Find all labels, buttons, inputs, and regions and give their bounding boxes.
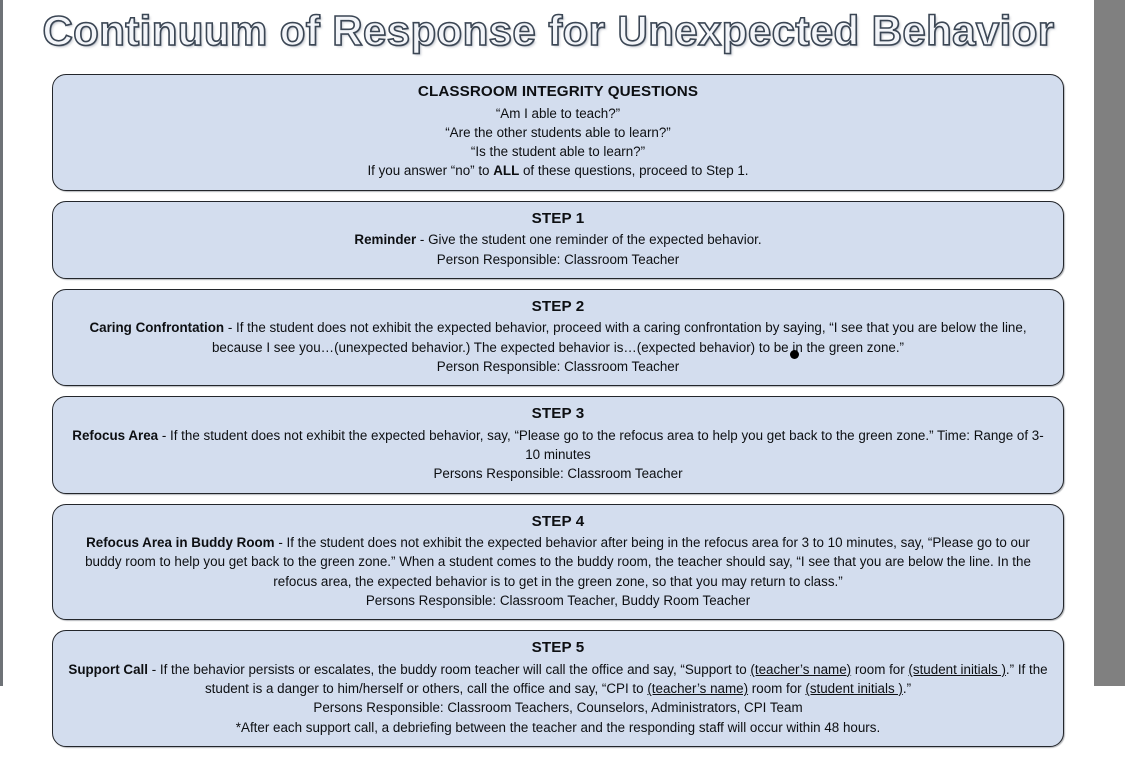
step-box-list: CLASSROOM INTEGRITY QUESTIONS “Am I able… (52, 74, 1064, 757)
step-1-text: - Give the student one reminder of the e… (416, 232, 762, 248)
step-4-responsible: Persons Responsible: Classroom Teacher, … (365, 593, 751, 609)
step-4-label: Refocus Area in Buddy Room (86, 535, 275, 551)
step-5-text-2: room for (851, 661, 909, 677)
box-step-4[interactable]: STEP 4 Refocus Area in Buddy Room - If t… (52, 503, 1064, 621)
step-4-body: Refocus Area in Buddy Room - If the stud… (67, 533, 1049, 591)
integrity-instruction-post: of these questions, proceed to Step 1. (519, 163, 749, 179)
integrity-instruction-pre: If you answer “no” to (367, 163, 494, 179)
step-4-text: - If the student does not exhibit the ex… (85, 535, 1031, 589)
integrity-instruction: If you answer “no” to ALL of these quest… (67, 161, 1049, 180)
step-5-heading: STEP 5 (531, 639, 585, 657)
step-2-text: - If the student does not exhibit the ex… (211, 320, 1027, 355)
step-3-body: Refocus Area - If the student does not e… (67, 426, 1049, 465)
step-3-heading: STEP 3 (531, 405, 585, 423)
step-5-body: Support Call - If the behavior persists … (67, 660, 1049, 699)
box-step-5[interactable]: STEP 5 Support Call - If the behavior pe… (52, 630, 1064, 748)
step-5-placeholder-student-initials-1: (student initials ) (908, 661, 1006, 677)
integrity-question-3: “Is the student able to learn?” (470, 144, 646, 160)
connector-dot-icon[interactable] (790, 350, 799, 359)
step-3-label: Refocus Area (72, 427, 159, 443)
box-step-1[interactable]: STEP 1 Reminder - Give the student one r… (52, 200, 1064, 279)
document-sheet: Continuum of Response for Unexpected Beh… (3, 0, 1094, 748)
step-2-label: Caring Confrontation (89, 320, 225, 336)
step-5-footnote: *After each support call, a debriefing b… (235, 719, 881, 735)
step-1-heading: STEP 1 (531, 209, 585, 227)
step-5-placeholder-teacher-name-1: (teacher’s name) (750, 661, 852, 677)
step-5-responsible: Persons Responsible: Classroom Teachers,… (313, 700, 803, 716)
step-1-body: Reminder - Give the student one reminder… (67, 230, 1049, 249)
page-title: Continuum of Response for Unexpected Beh… (42, 7, 1055, 54)
box-step-3[interactable]: STEP 3 Refocus Area - If the student doe… (52, 396, 1064, 494)
page-title-container: Continuum of Response for Unexpected Beh… (3, 2, 1094, 60)
step-3-text: - If the student does not exhibit the ex… (158, 427, 1044, 463)
step-5-text-4: room for (748, 681, 806, 697)
step-5-placeholder-teacher-name-2: (teacher’s name) (647, 681, 749, 697)
step-5-label: Support Call (68, 661, 148, 677)
box-classroom-integrity-questions[interactable]: CLASSROOM INTEGRITY QUESTIONS “Am I able… (52, 74, 1064, 191)
step-2-heading: STEP 2 (531, 297, 585, 315)
step-5-text-5: .” (902, 681, 912, 697)
step-1-responsible: Person Responsible: Classroom Teacher (436, 251, 680, 267)
step-2-responsible: Person Responsible: Classroom Teacher (436, 358, 680, 374)
integrity-heading: CLASSROOM INTEGRITY QUESTIONS (417, 83, 699, 100)
step-4-heading: STEP 4 (531, 512, 585, 530)
left-edge-rule (0, 0, 3, 686)
step-2-body: Caring Confrontation - If the student do… (67, 318, 1049, 357)
integrity-question-1: “Am I able to teach?” (495, 105, 621, 121)
step-1-label: Reminder (354, 232, 417, 248)
step-5-placeholder-student-initials-2: (student initials ) (805, 681, 903, 697)
integrity-question-2: “Are the other students able to learn?” (445, 124, 671, 140)
box-step-2[interactable]: STEP 2 Caring Confrontation - If the stu… (52, 288, 1064, 387)
step-3-responsible: Persons Responsible: Classroom Teacher (433, 466, 683, 482)
right-gray-margin (1094, 0, 1125, 686)
step-5-text-1: - If the behavior persists or escalates,… (148, 661, 751, 677)
integrity-instruction-emphasis: ALL (493, 163, 520, 179)
